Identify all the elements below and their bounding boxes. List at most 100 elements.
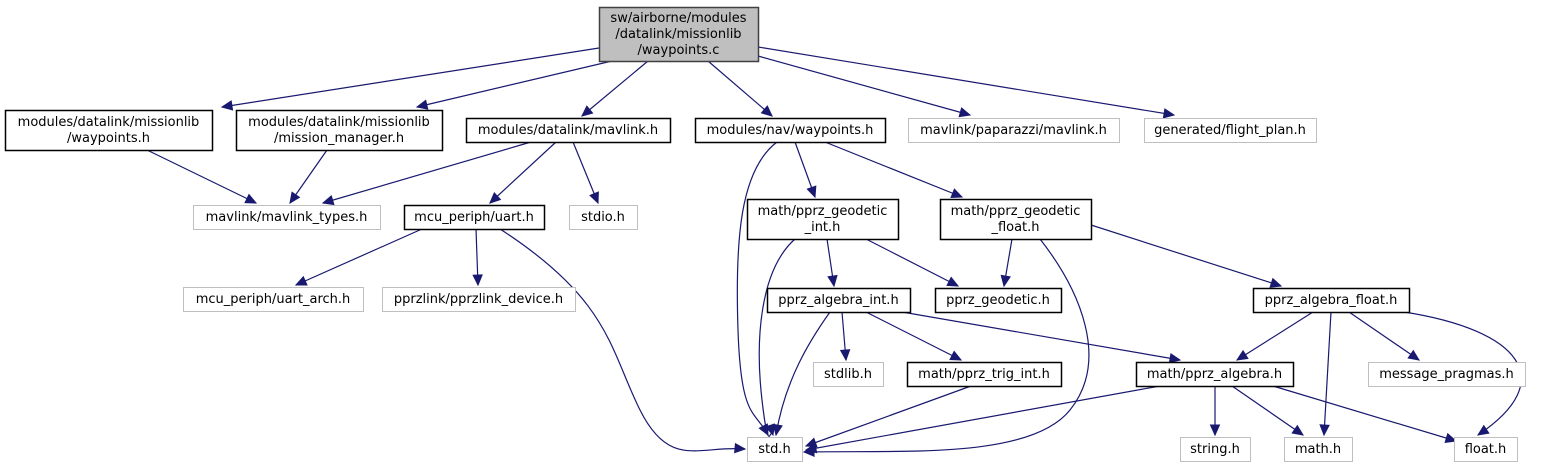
edge-line <box>757 46 1175 116</box>
edge-line <box>736 141 778 436</box>
edge-ml_waypoints_h-to-mavlink_types_h <box>146 149 258 204</box>
edge-uart_h-to-pprzlink_device_h <box>472 228 483 287</box>
edge-geodetic_float_h-to-algebra_float_h <box>1090 224 1283 288</box>
edge-line <box>1348 311 1420 361</box>
node-label: modules/datalink/missionlib <box>248 115 430 130</box>
edge-nav_waypoints_h-to-geodetic_int_h <box>794 141 817 199</box>
edge-geodetic_int_h-to-algebra_int_h <box>826 238 838 288</box>
edge-dl_mavlink_h-to-mavlink_types_h <box>321 141 532 206</box>
edge-geodetic_int_h-to-geodetic_h <box>865 238 960 287</box>
node-label: math/pprz_geodetic <box>758 204 888 219</box>
node-mission-manager-h[interactable]: modules/datalink/missionlib/mission_mana… <box>235 109 444 152</box>
node-label: pprz_algebra_int.h <box>778 293 898 308</box>
arrowhead-icon <box>581 105 594 117</box>
node-pprz-mavlink-h: mavlink/paparazzi/mavlink.h <box>908 118 1120 143</box>
arrowhead-icon <box>1162 108 1176 119</box>
node-message-pragmas-h: message_pragmas.h <box>1368 362 1526 387</box>
node-label: mavlink/mavlink_types.h <box>206 210 368 225</box>
edge-line <box>865 238 959 287</box>
node-box <box>766 287 912 314</box>
edge-line <box>901 311 1181 361</box>
edge-line <box>1272 385 1457 442</box>
node-label: pprzlink/pprzlink_device.h <box>394 292 563 307</box>
node-box <box>747 437 803 462</box>
edge-line <box>865 311 962 361</box>
node-label: stdio.h <box>581 210 625 225</box>
edge-line <box>824 141 963 198</box>
node-box <box>746 198 900 241</box>
node-label: sw/airborne/modules <box>610 11 746 26</box>
node-label: float.h <box>1465 442 1507 457</box>
arrowhead-icon <box>1319 424 1330 437</box>
arrowhead-icon <box>1168 353 1182 364</box>
arrowhead-icon <box>1269 277 1283 288</box>
node-label: math.h <box>1295 442 1341 457</box>
edge-algebra_h-to-string_h <box>1209 386 1221 437</box>
node-trig-int-h[interactable]: math/pprz_trig_int.h <box>906 361 1063 388</box>
arrowhead-icon <box>1291 424 1305 436</box>
node-label: modules/datalink/mavlink.h <box>478 123 658 138</box>
node-float-h: float.h <box>1454 437 1518 462</box>
edge-algebra_int_h-to-std_h <box>772 311 831 437</box>
arrowhead-icon <box>472 274 483 287</box>
node-geodetic-int-h[interactable]: math/pprz_geodetic_int.h <box>746 198 900 241</box>
node-label: modules/nav/waypoints.h <box>707 123 874 138</box>
arrowhead-icon <box>220 100 234 111</box>
node-label: message_pragmas.h <box>1379 367 1514 382</box>
edge-root-to-pprz_mavlink_h <box>757 55 972 118</box>
edge-line <box>489 141 557 204</box>
node-box <box>1180 437 1251 462</box>
node-box <box>1454 437 1518 462</box>
edge-algebra_int_h-to-algebra_h <box>901 311 1182 364</box>
node-algebra-h[interactable]: math/pprz_algebra.h <box>1135 361 1295 388</box>
node-box <box>1368 362 1526 387</box>
edge-algebra_h-to-float_h <box>1272 385 1458 444</box>
edge-line <box>1090 224 1282 287</box>
edge-dl_mavlink_h-to-uart_h <box>489 141 557 204</box>
edge-algebra_float_h-to-message_pragmas_h <box>1348 311 1421 361</box>
edge-algebra_float_h-to-algebra_h <box>1235 311 1314 361</box>
arrowhead-icon <box>289 191 301 204</box>
node-stdio-h: stdio.h <box>569 205 638 230</box>
arrowhead-icon <box>839 349 851 362</box>
node-label: _float.h <box>990 220 1039 235</box>
edge-algebra_h-to-math_h <box>1231 385 1305 436</box>
node-box <box>934 287 1063 314</box>
edge-line <box>416 60 613 108</box>
arrowhead-icon <box>806 185 817 199</box>
node-label: modules/datalink/missionlib <box>18 115 200 130</box>
edge-line <box>322 141 532 204</box>
edge-line <box>805 385 1161 451</box>
edge-geodetic_int_h-to-std_h <box>758 238 796 437</box>
node-box <box>1135 361 1295 388</box>
node-geodetic-float-h[interactable]: math/pprz_geodetic_float.h <box>939 198 1093 241</box>
node-label: mavlink/paparazzi/mavlink.h <box>920 123 1107 138</box>
node-label: mcu_periph/uart.h <box>414 210 534 225</box>
node-mavlink-types-h: mavlink/mavlink_types.h <box>193 205 381 230</box>
node-box <box>465 117 672 144</box>
edge-trig_int_h-to-std_h <box>804 385 972 448</box>
node-label: /mission_manager.h <box>274 131 404 146</box>
node-nav-waypoints-h[interactable]: modules/nav/waypoints.h <box>694 117 887 144</box>
node-box <box>1284 437 1353 462</box>
arrowhead-icon <box>244 193 258 204</box>
node-algebra-float-h[interactable]: pprz_algebra_float.h <box>1252 287 1411 314</box>
arrowhead-icon <box>946 276 960 287</box>
arrowhead-icon <box>415 99 429 110</box>
edge-line <box>1236 311 1314 361</box>
arrowhead-icon <box>772 423 783 437</box>
edge-algebra_h-to-std_h <box>804 385 1161 454</box>
node-dl-mavlink-h[interactable]: modules/datalink/mavlink.h <box>465 117 672 144</box>
arrowhead-icon <box>827 274 838 288</box>
edge-line <box>1231 385 1304 436</box>
node-label: mcu_periph/uart_arch.h <box>196 292 351 307</box>
node-box <box>569 205 638 230</box>
node-algebra-int-h[interactable]: pprz_algebra_int.h <box>766 287 912 314</box>
node-uart-h[interactable]: mcu_periph/uart.h <box>403 204 546 231</box>
node-geodetic-h[interactable]: pprz_geodetic.h <box>934 287 1063 314</box>
node-ml-waypoints-h[interactable]: modules/datalink/missionlib/waypoints.h <box>4 109 214 152</box>
arrowhead-icon <box>804 442 818 454</box>
arrowhead-icon <box>1000 274 1011 288</box>
node-root[interactable]: sw/airborne/modules/datalink/missionlib/… <box>598 6 760 63</box>
arrowhead-icon <box>489 192 502 204</box>
